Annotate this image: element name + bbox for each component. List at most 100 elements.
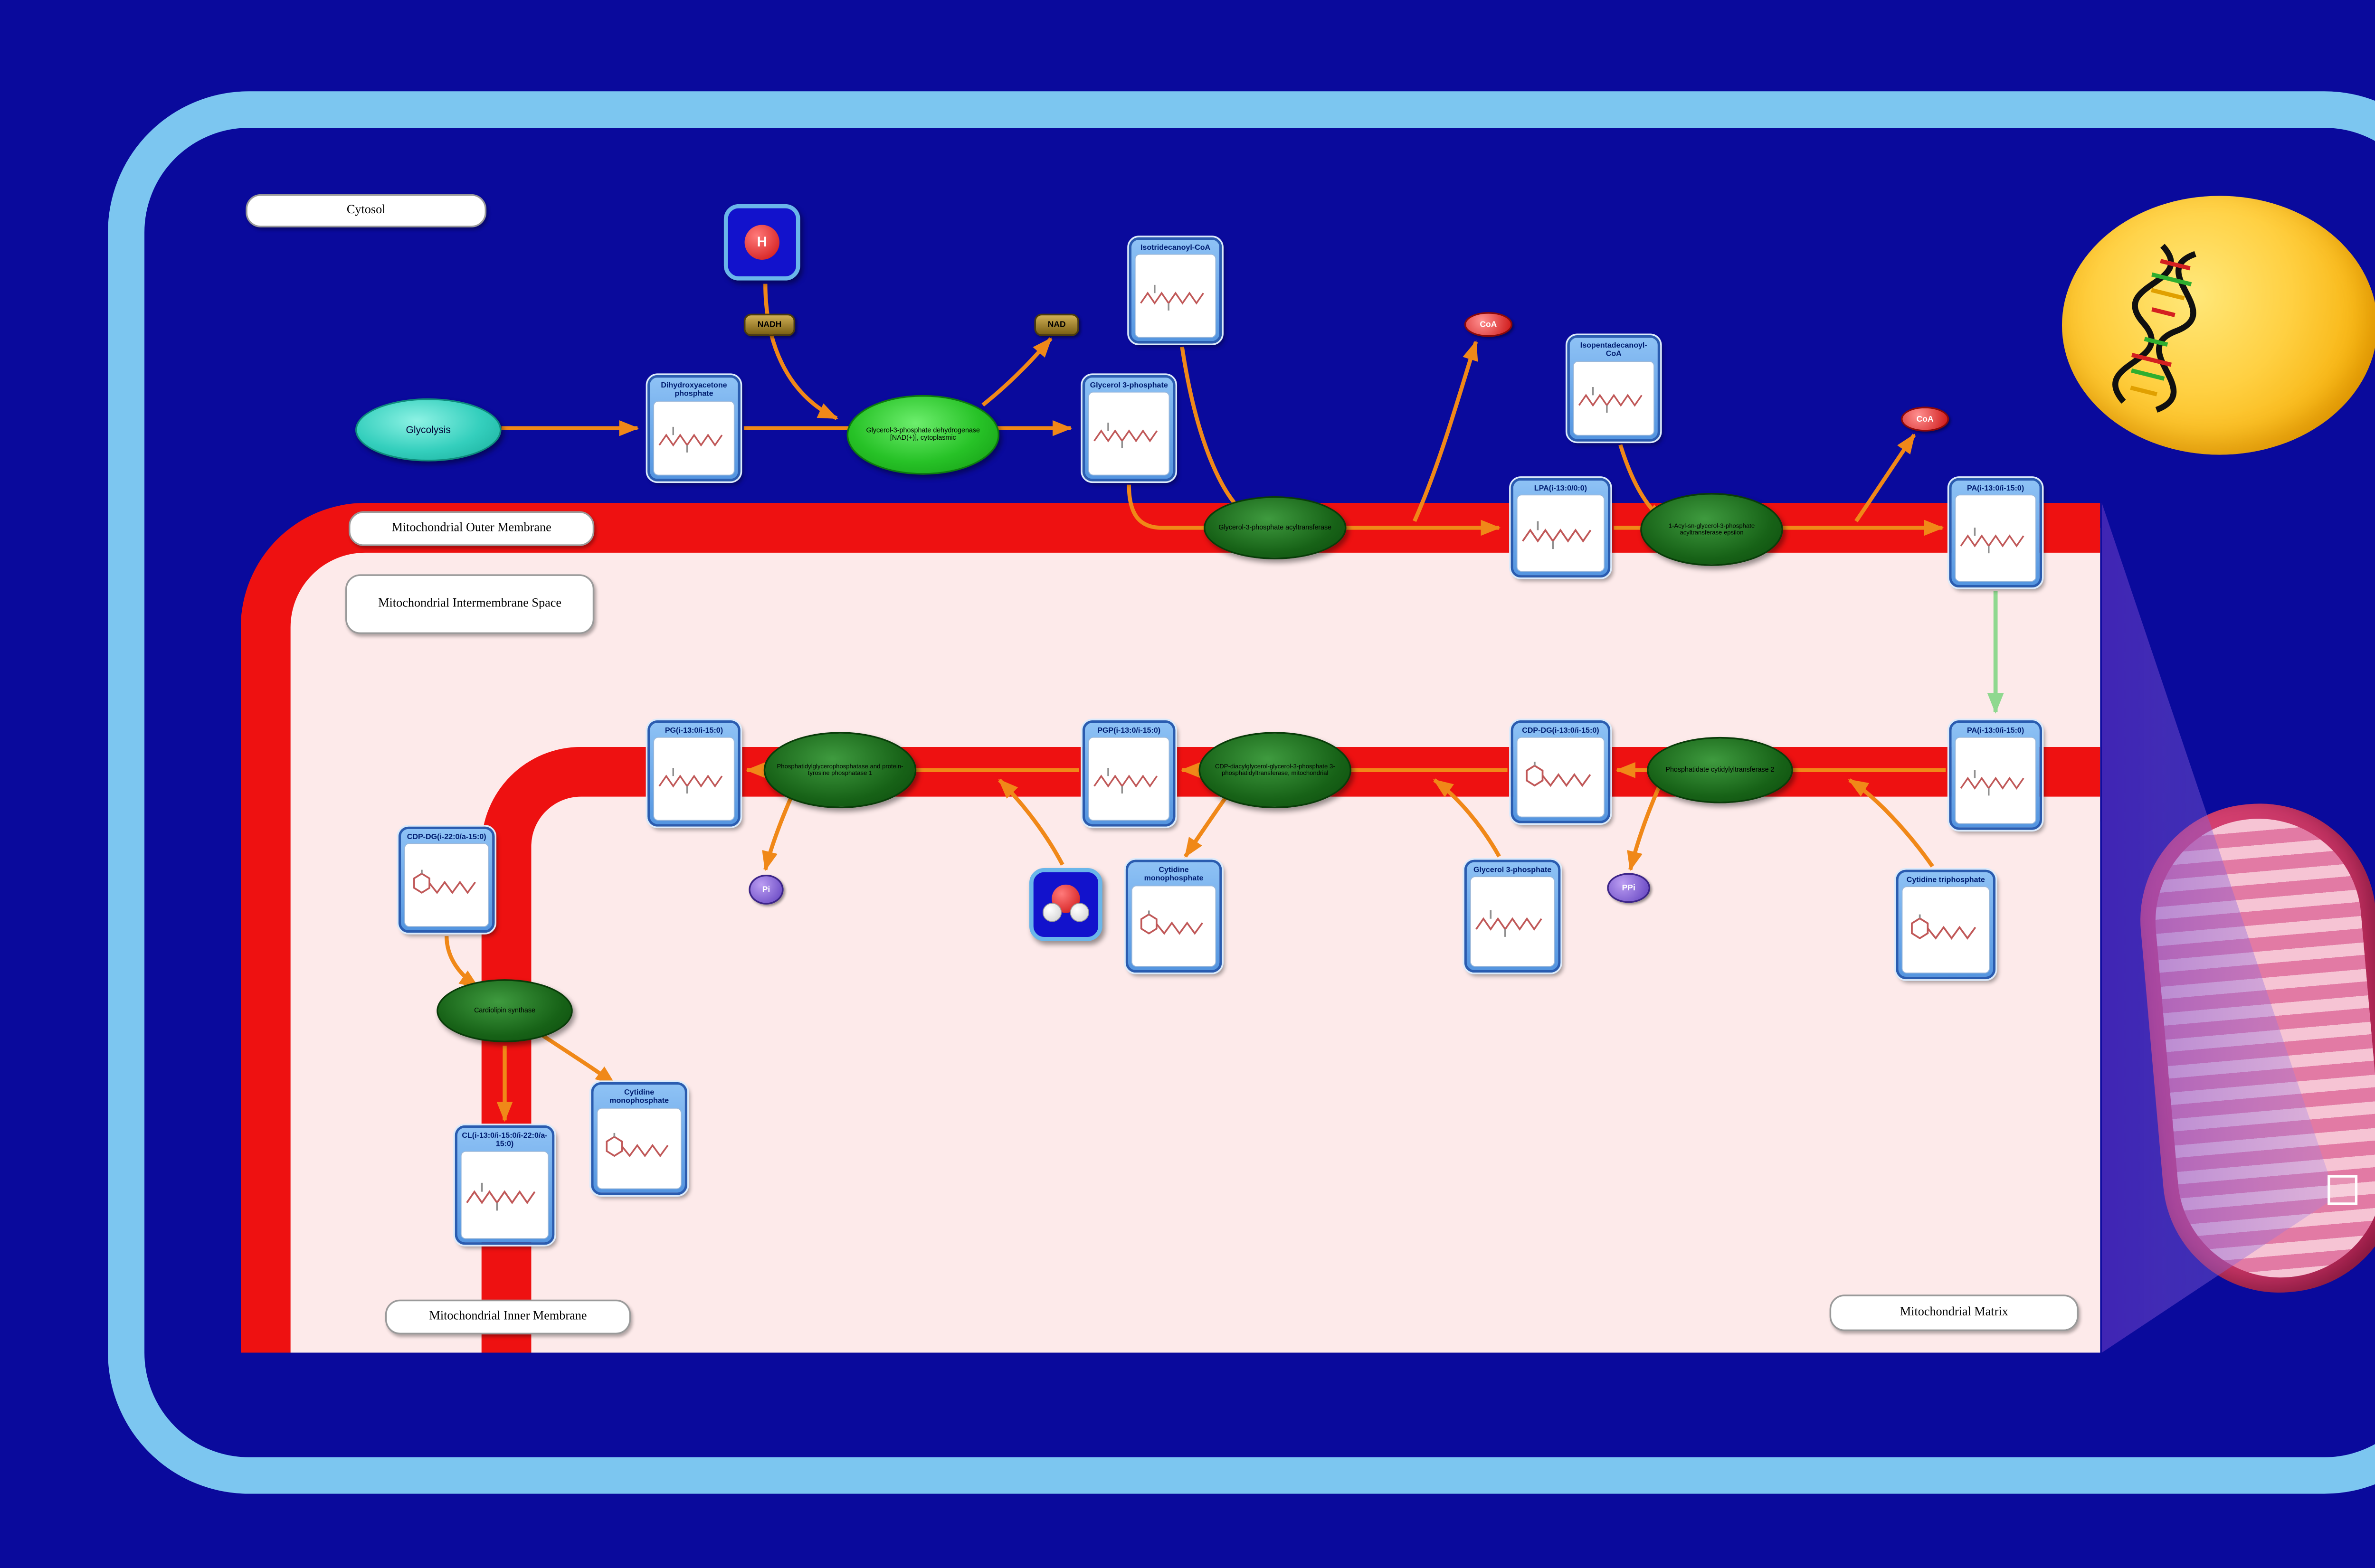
node-dihydroxyacetone-phosphate[interactable]: Dihydroxyacetone phosphate: [646, 373, 742, 483]
cytosol-label-text: Cytosol: [346, 203, 386, 217]
node-label: Cytidine monophosphate: [609, 1088, 669, 1105]
node-label: CL(i-13:0/i-15:0/i-22:0/a-15:0): [462, 1131, 548, 1148]
node-label: PGP(i-13:0/i-15:0): [1097, 726, 1161, 735]
node-label: Cytidine monophosphate: [1144, 865, 1204, 883]
dna-helix-icon: [2112, 244, 2196, 413]
enzyme-cardiolipin-synthase[interactable]: Cardiolipin synthase: [437, 979, 573, 1042]
structure-thumbnail-icon: [460, 1151, 549, 1239]
coa-label: CoA: [1480, 320, 1497, 329]
structure-thumbnail-icon: [1573, 360, 1654, 436]
enzyme-gpat[interactable]: Glycerol-3-phosphate acyltransferase: [1203, 496, 1347, 559]
structure-thumbnail-icon: [1955, 495, 2036, 582]
node-nad[interactable]: NAD: [1034, 313, 1079, 336]
enzyme-cds2-label: Phosphatidate cytidylyltransferase 2: [1665, 765, 1775, 773]
enzyme-pgs1-label: CDP-diacylglycerol-glycerol-3-phosphate …: [1215, 762, 1335, 777]
nad-label: NAD: [1047, 320, 1066, 330]
structure-thumbnail-icon: [1955, 737, 2036, 824]
enzyme-gpd1-label: Glycerol-3-phosphate dehydrogenase [NAD(…: [866, 426, 980, 442]
node-label: LPA(i-13:0/0:0): [1534, 483, 1587, 492]
structure-thumbnail-icon: [1088, 737, 1170, 821]
inner-membrane-label-text: Mitochondrial Inner Membrane: [429, 1310, 587, 1323]
structure-thumbnail-icon: [1134, 254, 1216, 338]
enzyme-ptpmt1-label: Phosphatidylglycerophosphatase and prote…: [777, 762, 903, 777]
pi-label: Pi: [762, 885, 770, 895]
node-label: Isotridecanoyl-CoA: [1140, 243, 1211, 252]
hydrogen-atom: [1070, 903, 1089, 922]
hydrogen-atom: [1042, 903, 1062, 922]
node-coa-1[interactable]: CoA: [1464, 312, 1513, 337]
node-ppi[interactable]: PPi: [1607, 873, 1651, 903]
node-label: Glycerol 3-phosphate: [1473, 865, 1552, 874]
enzyme-gpat-label: Glycerol-3-phosphate acyltransferase: [1218, 523, 1332, 531]
node-label: Isopentadecanoyl-CoA: [1580, 341, 1647, 358]
pathway-node-glycolysis[interactable]: Glycolysis: [355, 398, 502, 462]
structure-thumbnail-icon: [1516, 737, 1605, 818]
region-label-inner-membrane: Mitochondrial Inner Membrane: [385, 1299, 631, 1335]
enzyme-pgs1[interactable]: CDP-diacylglycerol-glycerol-3-phosphate …: [1198, 732, 1352, 809]
structure-thumbnail-icon: [1516, 495, 1605, 572]
node-label: PA(i-13:0/i-15:0): [1967, 726, 2024, 735]
node-cardiolipin[interactable]: CL(i-13:0/i-15:0/i-22:0/a-15:0): [453, 1124, 556, 1247]
region-label-matrix: Mitochondrial Matrix: [1829, 1294, 2079, 1332]
h-label: H: [757, 234, 768, 250]
node-cdp-dg-22-15[interactable]: CDP-DG(i-22:0/a-15:0): [397, 825, 497, 935]
node-label: PG(i-13:0/i-15:0): [665, 726, 723, 735]
structure-thumbnail-icon: [1131, 885, 1216, 967]
enzyme-cls-label: Cardiolipin synthase: [474, 1006, 535, 1014]
node-pi[interactable]: Pi: [749, 874, 784, 905]
enzyme-cds2[interactable]: Phosphatidate cytidylyltransferase 2: [1647, 737, 1793, 803]
node-pg[interactable]: PG(i-13:0/i-15:0): [646, 718, 742, 829]
node-isopentadecanoyl-coa[interactable]: Isopentadecanoyl-CoA: [1565, 333, 1662, 444]
node-glycerol-3-phosphate-cytosol[interactable]: Glycerol 3-phosphate: [1081, 373, 1178, 483]
nadh-label: NADH: [757, 320, 782, 330]
region-label-intermembrane-space: Mitochondrial Intermembrane Space: [345, 574, 595, 634]
node-glycerol-3-phosphate-matrix[interactable]: Glycerol 3-phosphate: [1463, 858, 1562, 974]
structure-thumbnail-icon: [1470, 876, 1555, 967]
node-label: Dihydroxyacetone phosphate: [661, 381, 727, 398]
mito-matrix-shape: [2147, 810, 2375, 1286]
proton-icon: H: [744, 225, 779, 260]
node-water[interactable]: [1029, 868, 1102, 941]
node-ctp[interactable]: Cytidine triphosphate: [1894, 868, 1997, 981]
glycolysis-label: Glycolysis: [406, 424, 451, 436]
region-label-cytosol: Cytosol: [246, 194, 487, 227]
structure-thumbnail-icon: [404, 843, 489, 927]
structure-thumbnail-icon: [1901, 886, 1990, 973]
node-isotridecanoyl-coa[interactable]: Isotridecanoyl-CoA: [1127, 236, 1224, 345]
node-nadh[interactable]: NADH: [743, 313, 796, 336]
node-cmp-matrix[interactable]: Cytidine monophosphate: [1124, 858, 1224, 974]
zoom-source-square: [2328, 1175, 2358, 1205]
inner-membrane-band: [481, 746, 2100, 1353]
coa-label: CoA: [1916, 414, 1934, 424]
intermembrane-label-text: Mitochondrial Intermembrane Space: [378, 597, 562, 611]
mitochondrion-icon: [2130, 793, 2375, 1303]
node-label: Cytidine triphosphate: [1906, 875, 1985, 884]
structure-thumbnail-icon: [597, 1107, 682, 1190]
structure-thumbnail-icon: [653, 737, 735, 821]
node-coa-2[interactable]: CoA: [1900, 406, 1949, 432]
region-label-outer-membrane: Mitochondrial Outer Membrane: [348, 511, 595, 546]
node-label: CDP-DG(i-22:0/a-15:0): [407, 832, 486, 841]
enzyme-gpd1[interactable]: Glycerol-3-phosphate dehydrogenase [NAD(…: [846, 395, 1000, 475]
structure-thumbnail-icon: [1088, 392, 1170, 476]
node-pa-matrix[interactable]: PA(i-13:0/i-15:0): [1947, 718, 2044, 832]
enzyme-agpat-label: 1-Acyl-sn-glycerol-3-phosphate acyltrans…: [1668, 522, 1755, 536]
node-cdp-dg-13-15[interactable]: CDP-DG(i-13:0/i-15:0): [1509, 718, 1612, 825]
node-h-proton[interactable]: H: [723, 204, 800, 281]
node-cmp-inner[interactable]: Cytidine monophosphate: [589, 1080, 689, 1197]
node-pgp[interactable]: PGP(i-13:0/i-15:0): [1081, 718, 1178, 829]
node-lpa[interactable]: LPA(i-13:0/0:0): [1509, 476, 1612, 579]
cell-boundary: [108, 91, 2375, 1494]
node-label: CDP-DG(i-13:0/i-15:0): [1522, 726, 1599, 735]
mito-cristae: [2147, 810, 2375, 1286]
node-pa-outer[interactable]: PA(i-13:0/i-15:0): [1947, 476, 2044, 589]
matrix-label-text: Mitochondrial Matrix: [1900, 1305, 2008, 1319]
nucleus: [2062, 196, 2375, 455]
node-label: Glycerol 3-phosphate: [1090, 381, 1168, 389]
enzyme-agpat-epsilon[interactable]: 1-Acyl-sn-glycerol-3-phosphate acyltrans…: [1640, 493, 1783, 566]
ppi-label: PPi: [1622, 883, 1635, 893]
enzyme-ptpmt1[interactable]: Phosphatidylglycerophosphatase and prote…: [763, 732, 917, 809]
water-molecule-icon: [1041, 884, 1091, 925]
node-label: PA(i-13:0/i-15:0): [1967, 483, 2024, 492]
